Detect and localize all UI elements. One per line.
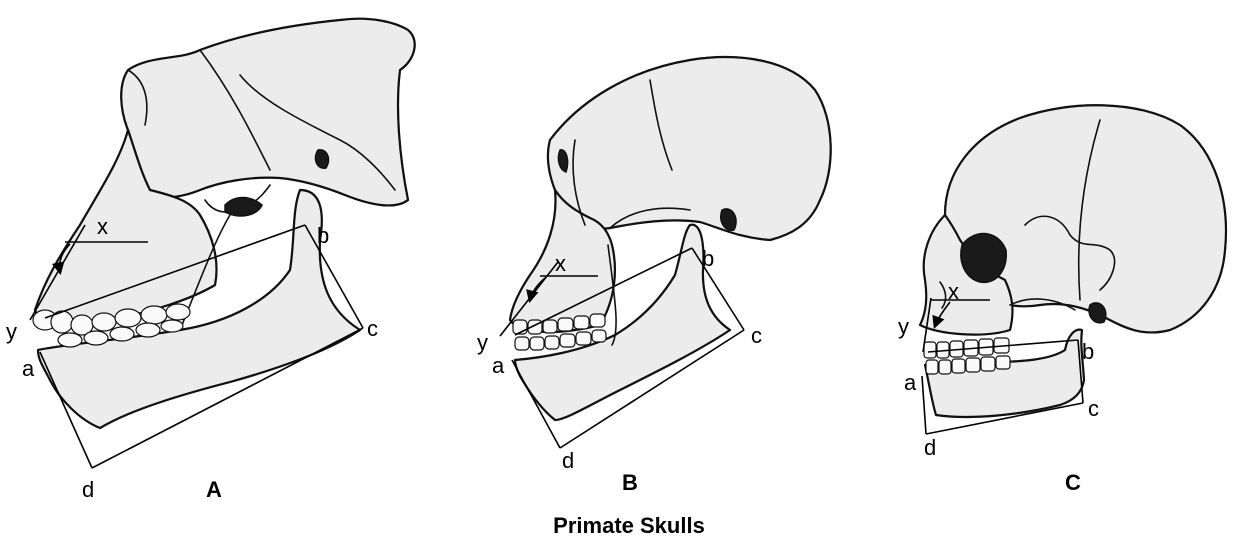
skull-b-drawing	[510, 57, 831, 420]
skull-c-teeth	[924, 338, 1010, 374]
panel-label-c: C	[1065, 470, 1081, 495]
skull-c-label-c: c	[1088, 396, 1099, 421]
skull-a-label-d: d	[82, 477, 94, 502]
skull-b: x y a b c d B	[477, 57, 831, 495]
skull-b-label-b: b	[702, 246, 714, 271]
skull-c-label-x: x	[948, 279, 959, 304]
skull-b-label-y: y	[477, 330, 488, 355]
skull-c-label-b: b	[1082, 339, 1094, 364]
skull-c-label-y: y	[898, 314, 909, 339]
skull-a-label-c: c	[367, 316, 378, 341]
figure-title: Primate Skulls	[553, 513, 705, 538]
skull-a: x y a b c d A	[6, 19, 415, 502]
skull-b-label-c: c	[751, 323, 762, 348]
skull-a-label-a: a	[22, 356, 35, 381]
panel-label-a: A	[206, 477, 222, 502]
skull-a-label-b: b	[317, 223, 329, 248]
skull-a-drawing	[33, 19, 415, 428]
skull-c-label-d: d	[924, 435, 936, 460]
skull-b-label-a: a	[492, 353, 505, 378]
skull-a-label-y: y	[6, 319, 17, 344]
panel-label-b: B	[622, 470, 638, 495]
skull-b-label-x: x	[555, 251, 566, 276]
skull-c-label-a: a	[904, 370, 917, 395]
skull-b-label-d: d	[562, 448, 574, 473]
skull-c: x y a b c d C	[898, 105, 1226, 495]
skull-a-label-x: x	[97, 214, 108, 239]
skull-c-line-d-a	[922, 376, 926, 434]
skull-c-drawing	[920, 105, 1226, 417]
